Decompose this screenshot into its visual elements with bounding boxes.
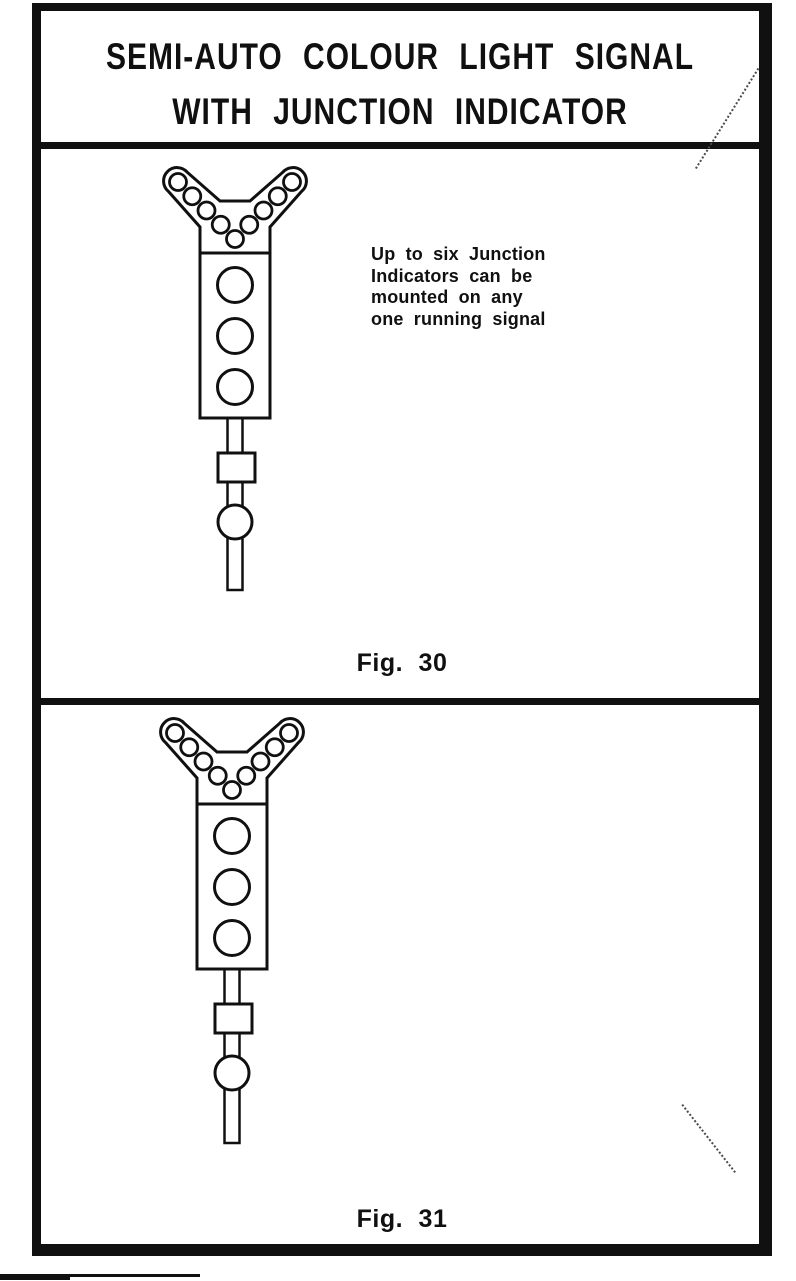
junction-lamp-left-1 (168, 172, 188, 192)
junction-lamp-left-1 (165, 723, 185, 743)
signal-aspect-middle (216, 317, 254, 355)
junction-lamp-right-3 (264, 737, 285, 758)
junction-lamp-centre (225, 229, 245, 249)
junction-indicator-outline (162, 166, 308, 255)
signal-diagram-fig31 (159, 717, 305, 1145)
junction-lamp-left-2 (179, 737, 200, 758)
junction-lamp-right-2 (253, 200, 274, 221)
title-line-1: SEMI-AUTO COLOUR LIGHT SIGNAL (105, 37, 695, 78)
signal-aspect-middle (213, 868, 251, 906)
signal-diagram-fig30 (162, 166, 308, 592)
panel-divider-rule (32, 698, 772, 705)
page-border-top (32, 3, 772, 11)
junction-lamp-right-2 (250, 751, 271, 772)
header-divider-rule (32, 142, 772, 149)
fig31-caption: Fig. 31 (356, 1205, 448, 1233)
title-line-2: WITH JUNCTION INDICATOR (172, 92, 628, 133)
junction-lamp-left-3 (193, 751, 214, 772)
page-border-bottom (32, 1244, 772, 1256)
post-plate (216, 503, 254, 541)
page-border-left (32, 3, 41, 1256)
junction-lamp-right-3 (267, 186, 288, 207)
scan-blot-bottom-left (0, 1274, 200, 1277)
scan-blot-bottom-left-thick (0, 1275, 70, 1280)
annotation-line: Indicators can be (371, 265, 533, 286)
signal-aspect-bottom (216, 368, 254, 406)
junction-indicator-outline (159, 717, 305, 806)
scan-scratch-panel2 (681, 1104, 736, 1174)
fig30-caption: Fig. 30 (356, 649, 448, 677)
junction-lamp-right-1 (236, 765, 257, 786)
junction-lamp-centre (222, 780, 242, 800)
junction-lamp-right-4 (279, 723, 299, 743)
page-border-right (759, 3, 772, 1256)
fig30-annotation: Up to six Junction Indicators can be mou… (371, 244, 591, 330)
signal-aspect-top (216, 266, 254, 304)
signal-aspect-top (213, 817, 251, 855)
junction-lamp-right-1 (239, 214, 260, 235)
annotation-line: one running signal (371, 308, 546, 329)
junction-lamp-left-3 (196, 200, 217, 221)
signal-aspect-bottom (213, 919, 251, 957)
annotation-line: Up to six Junction (371, 244, 546, 264)
post-plate (213, 1054, 251, 1092)
junction-lamp-left-4 (210, 214, 231, 235)
annotation-line: mounted on any (371, 287, 523, 307)
junction-lamp-right-4 (282, 172, 302, 192)
post-box (216, 451, 257, 484)
junction-lamp-left-4 (207, 765, 228, 786)
post-box (213, 1002, 254, 1035)
page-title: SEMI-AUTO COLOUR LIGHT SIGNAL WITH JUNCT… (41, 30, 759, 140)
junction-lamp-left-2 (182, 186, 203, 207)
